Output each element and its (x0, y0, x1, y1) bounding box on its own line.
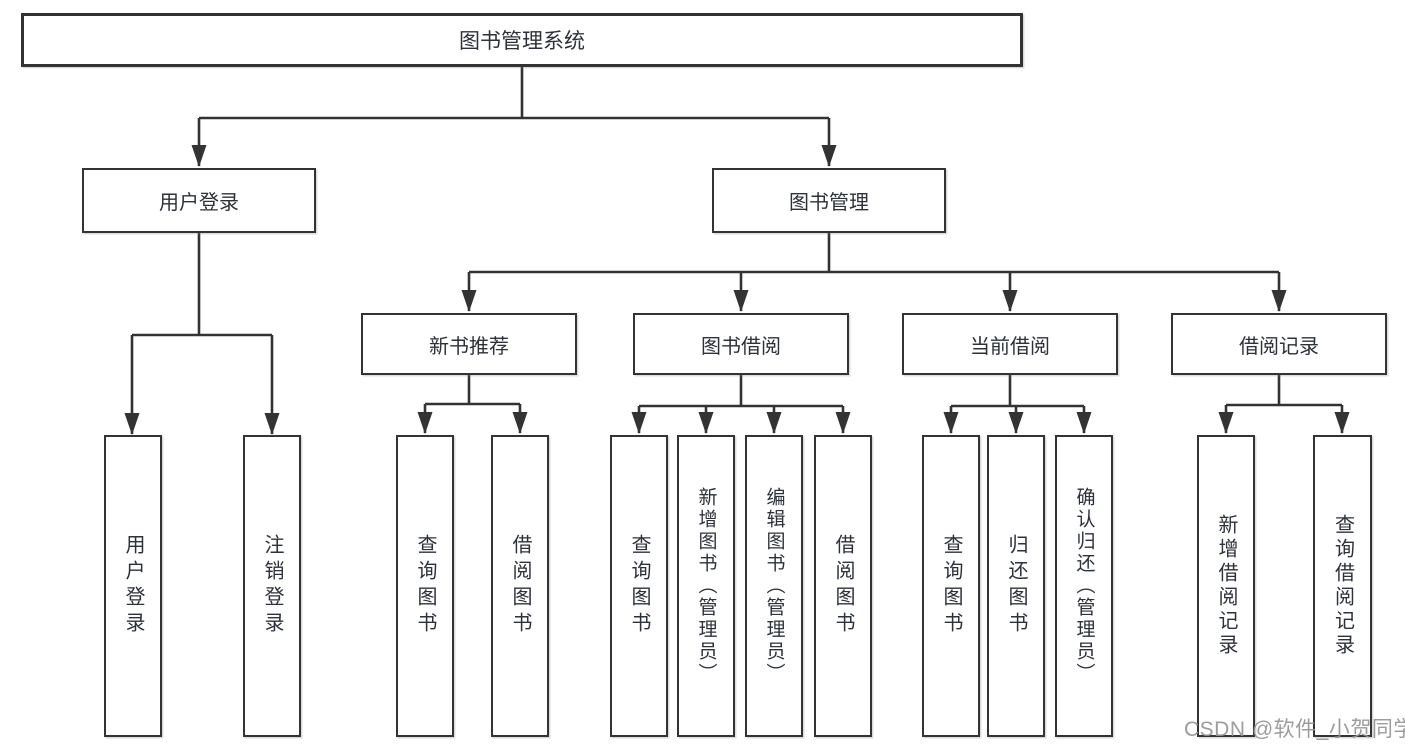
node-new-book-recommendation-label: 新书推荐 (429, 335, 509, 358)
leaf-borrow-books-1: 借阅图书 (491, 435, 549, 737)
node-current-borrowing-label: 当前借阅 (970, 335, 1050, 358)
node-book-management: 图书管理 (712, 168, 946, 233)
node-root-label: 图书管理系统 (459, 30, 585, 53)
leaf-edit-book-admin: 编辑图书（管理员） (745, 435, 803, 737)
leaf-query-borrow-record-label: 查询借阅记录 (1331, 514, 1354, 658)
leaf-borrow-books-2: 借阅图书 (814, 435, 872, 737)
leaf-confirm-return-admin: 确认归还（管理员） (1055, 435, 1113, 737)
leaf-query-books-1-label: 查询图书 (414, 534, 436, 638)
leaf-logout: 注销登录 (243, 435, 301, 737)
leaf-add-book-admin: 新增图书（管理员） (677, 435, 735, 737)
leaf-borrow-books-2-label: 借阅图书 (832, 534, 854, 638)
node-root: 图书管理系统 (21, 13, 1023, 67)
leaf-return-book-label: 归还图书 (1005, 534, 1027, 638)
leaf-edit-book-admin-label: 编辑图书（管理员） (763, 487, 785, 685)
node-current-borrowing: 当前借阅 (902, 313, 1118, 375)
leaf-add-book-admin-label: 新增图书（管理员） (695, 487, 717, 685)
watermark: CSDN @软件_小贺同学 (1184, 718, 1405, 741)
node-user-login: 用户登录 (82, 168, 316, 233)
node-book-borrowing: 图书借阅 (633, 313, 849, 375)
leaf-return-book: 归还图书 (987, 435, 1045, 737)
leaf-query-books-2: 查询图书 (610, 435, 668, 737)
leaf-query-books-2-label: 查询图书 (628, 534, 650, 638)
leaf-query-books-3-label: 查询图书 (940, 534, 962, 638)
node-borrowing-records: 借阅记录 (1171, 313, 1387, 375)
leaf-query-borrow-record: 查询借阅记录 (1313, 435, 1372, 737)
leaf-add-borrow-record-label: 新增借阅记录 (1215, 514, 1237, 658)
leaf-user-login: 用户登录 (104, 435, 162, 737)
leaf-confirm-return-admin-label: 确认归还（管理员） (1073, 487, 1095, 685)
leaf-add-borrow-record: 新增借阅记录 (1197, 435, 1255, 737)
leaf-query-books-3: 查询图书 (922, 435, 980, 737)
leaf-borrow-books-1-label: 借阅图书 (509, 534, 531, 638)
node-book-management-label: 图书管理 (789, 192, 869, 214)
leaf-user-login-label: 用户登录 (122, 534, 144, 638)
node-user-login-label: 用户登录 (159, 192, 239, 214)
leaf-logout-label: 注销登录 (261, 534, 283, 638)
leaf-query-books-1: 查询图书 (396, 435, 454, 737)
node-book-borrowing-label: 图书借阅 (701, 335, 781, 358)
node-new-book-recommendation: 新书推荐 (361, 313, 577, 375)
node-borrowing-records-label: 借阅记录 (1239, 335, 1319, 358)
